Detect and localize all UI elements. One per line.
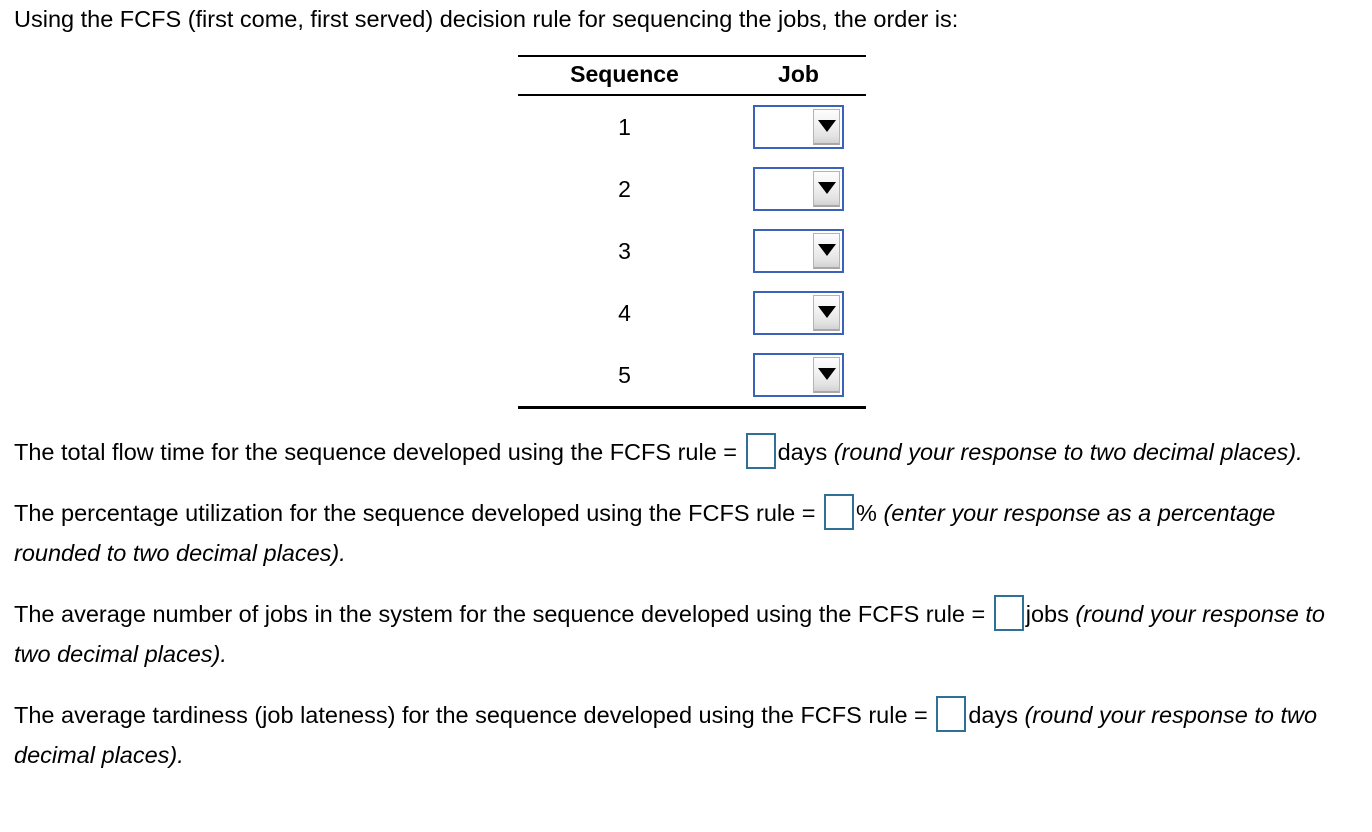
sequence-job-table: Sequence Job 1 2 bbox=[518, 55, 866, 409]
chevron-down-icon bbox=[817, 367, 836, 380]
job-dropdown-2[interactable] bbox=[753, 167, 844, 211]
statement-total-flow-time-prefix: The total flow time for the sequence dev… bbox=[14, 439, 738, 465]
sequence-number-3: 3 bbox=[618, 237, 631, 264]
chevron-down-icon bbox=[817, 243, 836, 256]
sequence-number-1: 1 bbox=[618, 113, 631, 140]
table-row: 1 bbox=[518, 95, 866, 158]
percentage-utilization-input[interactable] bbox=[824, 494, 854, 530]
job-dropdown-1[interactable] bbox=[753, 105, 844, 149]
column-header-sequence: Sequence bbox=[518, 55, 731, 96]
statement-average-tardiness: The average tardiness (job lateness) for… bbox=[14, 695, 1362, 775]
total-flow-time-unit: days bbox=[777, 439, 828, 465]
chevron-down-icon bbox=[817, 305, 836, 318]
statement-average-jobs-in-system: The average number of jobs in the system… bbox=[14, 594, 1362, 674]
statement-total-flow-time: The total flow time for the sequence dev… bbox=[14, 432, 1362, 472]
job-cell-2 bbox=[731, 158, 866, 220]
job-dropdown-5-button[interactable] bbox=[813, 357, 840, 393]
statement-average-tardiness-prefix: The average tardiness (job lateness) for… bbox=[14, 702, 928, 728]
job-cell-5 bbox=[731, 344, 866, 409]
job-dropdown-3-button[interactable] bbox=[813, 233, 840, 269]
job-dropdown-2-button[interactable] bbox=[813, 171, 840, 207]
table-row: 5 bbox=[518, 344, 866, 409]
job-dropdown-4[interactable] bbox=[753, 291, 844, 335]
table-row: 4 bbox=[518, 282, 866, 344]
statement-average-jobs-in-system-prefix: The average number of jobs in the system… bbox=[14, 601, 986, 627]
percentage-utilization-unit: % bbox=[856, 500, 877, 526]
statement-percentage-utilization-prefix: The percentage utilization for the seque… bbox=[14, 500, 816, 526]
job-dropdown-3[interactable] bbox=[753, 229, 844, 273]
job-dropdown-4-button[interactable] bbox=[813, 295, 840, 331]
table-header-row: Sequence Job bbox=[518, 55, 866, 96]
job-dropdown-1-button[interactable] bbox=[813, 109, 840, 145]
job-cell-4 bbox=[731, 282, 866, 344]
total-flow-time-input[interactable] bbox=[745, 433, 776, 469]
average-jobs-in-system-hint: (round your response to two decimal plac… bbox=[14, 601, 1325, 667]
average-jobs-in-system-input[interactable] bbox=[993, 595, 1024, 631]
statement-percentage-utilization: The percentage utilization for the seque… bbox=[14, 493, 1362, 573]
sequence-number-4: 4 bbox=[618, 299, 631, 326]
sequence-number-5: 5 bbox=[518, 344, 731, 409]
job-cell-3 bbox=[731, 220, 866, 282]
job-dropdown-5[interactable] bbox=[753, 353, 844, 397]
statements-list: The total flow time for the sequence dev… bbox=[14, 432, 1362, 775]
table-row: 3 bbox=[518, 220, 866, 282]
job-cell-1 bbox=[731, 95, 866, 158]
total-flow-time-hint: (round your response to two decimal plac… bbox=[833, 439, 1303, 465]
column-header-job: Job bbox=[731, 55, 866, 96]
chevron-down-icon bbox=[817, 119, 836, 132]
average-tardiness-hint: (round your response to two decimal plac… bbox=[14, 702, 1318, 768]
average-tardiness-input[interactable] bbox=[936, 696, 967, 732]
sequence-number-2: 2 bbox=[618, 175, 631, 202]
percentage-utilization-hint: (enter your response as a percentage rou… bbox=[14, 500, 1276, 566]
intro-text: Using the FCFS (first come, first served… bbox=[14, 6, 959, 32]
table-row: 2 bbox=[518, 158, 866, 220]
chevron-down-icon bbox=[817, 181, 836, 194]
average-jobs-in-system-unit: jobs bbox=[1025, 601, 1069, 627]
average-tardiness-unit: days bbox=[968, 702, 1018, 728]
